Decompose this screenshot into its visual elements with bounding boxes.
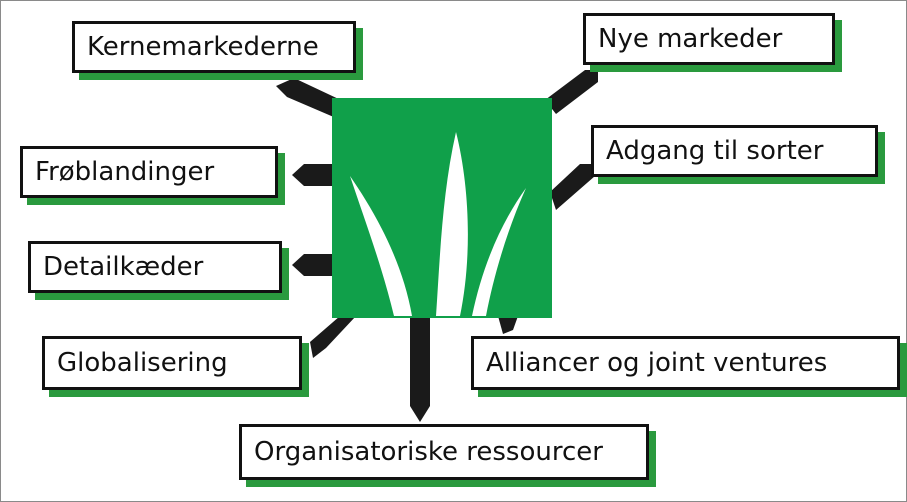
- label-adgang-til-sorter: Adgang til sorter: [591, 125, 878, 177]
- label-detailkaeder-text: Detailkæder: [43, 252, 204, 282]
- label-kernemarkederne: Kernemarkederne: [72, 21, 356, 73]
- label-alliancer: Alliancer og joint ventures: [471, 336, 900, 390]
- label-alliancer-text: Alliancer og joint ventures: [486, 348, 828, 378]
- arrow-alliancer: [498, 316, 518, 334]
- label-globalisering: Globalisering: [42, 336, 302, 390]
- arrow-kernemarkederne: [276, 78, 345, 118]
- label-nye-markeder-text: Nye markeder: [598, 24, 783, 54]
- arrow-nye-markeder: [545, 70, 598, 114]
- label-nye-markeder: Nye markeder: [583, 13, 835, 65]
- arrow-detailkaeder: [292, 254, 334, 276]
- arrow-globalisering: [310, 316, 356, 358]
- label-organisatoriske-text: Organisatoriske ressourcer: [254, 437, 603, 467]
- label-froblandinger: Frøblandinger: [20, 146, 278, 198]
- center-logo: [332, 98, 552, 318]
- label-adgang-til-sorter-text: Adgang til sorter: [606, 136, 824, 166]
- arrow-organisatoriske: [410, 316, 430, 422]
- arrow-adgang-til-sorter: [550, 164, 595, 210]
- label-froblandinger-text: Frøblandinger: [35, 157, 215, 187]
- label-organisatoriske: Organisatoriske ressourcer: [239, 424, 649, 480]
- label-globalisering-text: Globalisering: [57, 348, 228, 378]
- arrow-froblandinger: [292, 164, 334, 186]
- label-kernemarkederne-text: Kernemarkederne: [87, 32, 319, 62]
- grass-leaves-icon: [350, 132, 526, 316]
- label-detailkaeder: Detailkæder: [28, 241, 282, 293]
